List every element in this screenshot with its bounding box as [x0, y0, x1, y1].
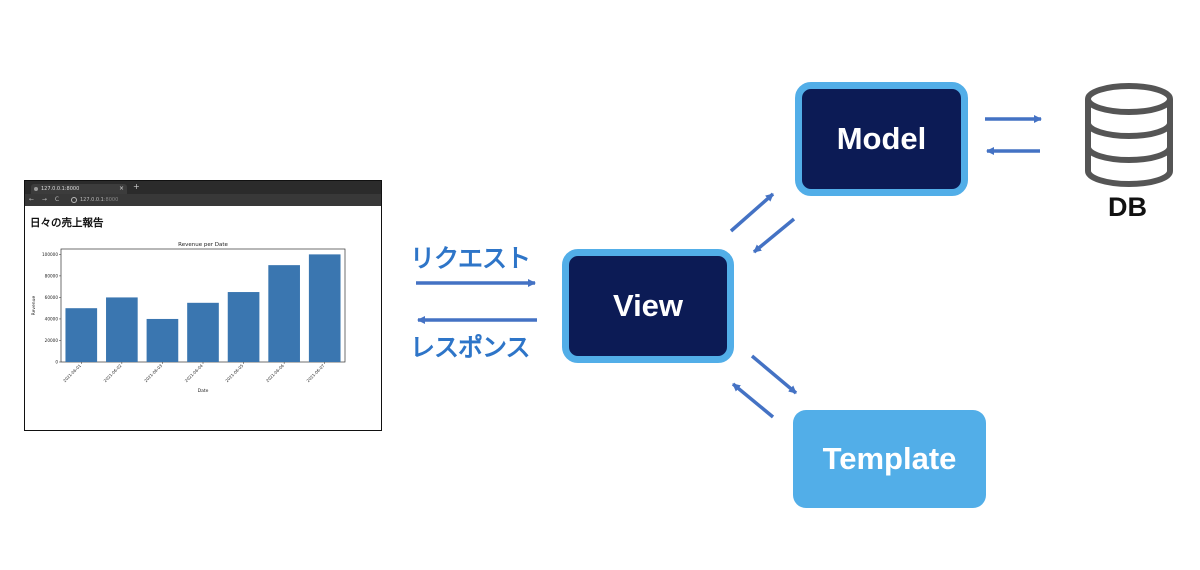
template-label: Template	[822, 441, 957, 476]
address-bar[interactable]: ← → C 127.0.0.1:8000	[25, 194, 381, 206]
url-port: :8000	[103, 197, 119, 203]
view-box: View	[562, 249, 734, 363]
y-tick-label: 20000	[45, 338, 59, 343]
view-label: View	[612, 288, 684, 323]
model-box: Model	[795, 82, 968, 196]
bar	[106, 297, 138, 362]
y-tick-label: 80000	[45, 274, 59, 279]
response-label: レスポンス	[410, 333, 531, 362]
bar	[187, 302, 219, 362]
info-icon	[71, 196, 77, 203]
bar	[268, 265, 300, 362]
template-box: Template	[793, 410, 986, 508]
y-tick-label: 60000	[45, 295, 59, 300]
db-label: DB	[1108, 192, 1147, 222]
bar	[65, 308, 98, 362]
url-host: 127.0.0.1	[80, 197, 104, 203]
view-to-template-arrow	[750, 354, 798, 395]
y-tick-label: 0	[55, 360, 58, 365]
template-to-view-arrow	[731, 382, 775, 419]
y-tick-label: 40000	[45, 317, 59, 322]
request-label: リクエスト	[410, 244, 531, 273]
chart-title: Revenue per Date	[178, 242, 228, 248]
bar	[308, 254, 341, 362]
new-tab-icon[interactable]: +	[133, 182, 140, 191]
close-tab-icon[interactable]: ×	[118, 185, 124, 192]
browser-screenshot: 127.0.0.1:8000 × + ← → C 127.0.0.1:8000 …	[24, 180, 382, 431]
bar	[146, 318, 179, 362]
url-text[interactable]: 127.0.0.1:8000	[71, 194, 118, 206]
model-label: Model	[836, 121, 927, 156]
database-icon	[1085, 83, 1173, 187]
browser-tab[interactable]: 127.0.0.1:8000 ×	[31, 184, 127, 194]
y-axis-label: Revenue	[31, 295, 37, 315]
page-title: 日々の売上報告	[30, 217, 104, 229]
view-to-model-arrow	[729, 192, 775, 233]
revenue-bar-chart: Revenue per Date 0 20000 40000 60000 80000 100…	[31, 242, 346, 394]
y-tick-label: 100000	[42, 252, 58, 257]
browser-tab-bar: 127.0.0.1:8000 × +	[25, 181, 381, 194]
nav-buttons-icon[interactable]: ← → C	[29, 196, 63, 203]
favicon-icon	[34, 187, 38, 191]
bar	[227, 292, 260, 362]
model-to-view-arrow	[752, 217, 796, 254]
x-axis-label: Date	[198, 388, 209, 394]
tab-title: 127.0.0.1:8000	[41, 186, 80, 192]
